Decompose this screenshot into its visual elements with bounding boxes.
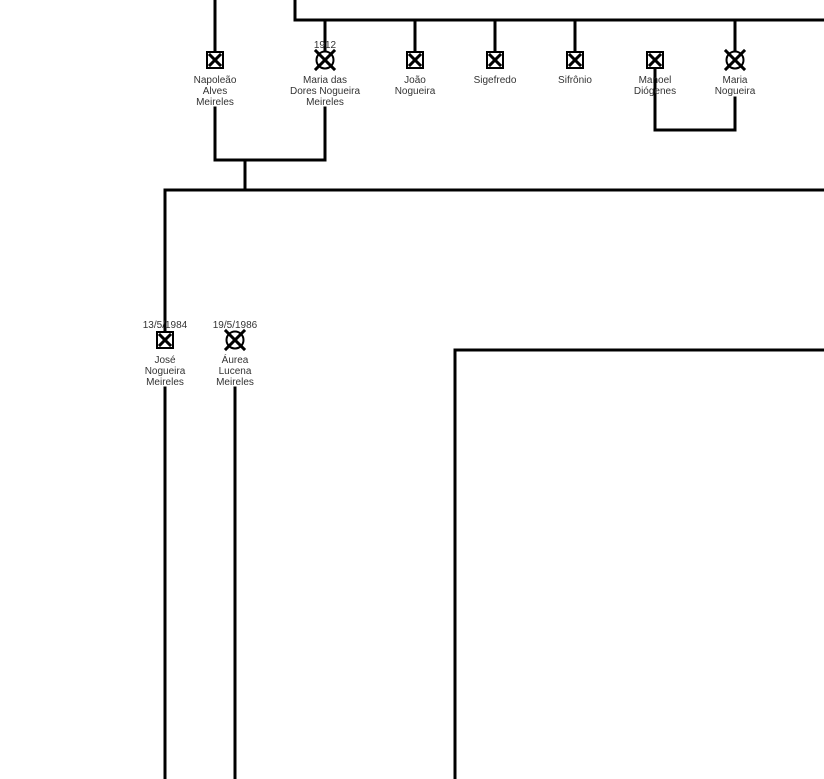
person-name-line: Nogueira [715,86,756,97]
crossed-square-icon [406,51,424,69]
person-name-line: João [404,75,426,86]
person-name-line: Nogueira [395,86,436,97]
person-name-line: Sigefredo [474,75,517,86]
person-name-line: Meireles [306,97,344,108]
person-name-line: Dores Nogueira [290,86,360,97]
crossed-square-icon [206,51,224,69]
person-name-line: Manoel [639,75,672,86]
crossed-circle-icon [223,328,247,352]
person-name-line: Lucena [219,366,252,377]
tree-connectors [163,0,824,779]
person-name-line: Diógenes [634,86,676,97]
person-sifronio[interactable]: Sifrônio [558,51,592,86]
crossed-square-icon [486,51,504,69]
person-name-line: Nogueira [145,366,186,377]
crossed-square-icon [566,51,584,69]
crossed-circle-icon [313,48,337,72]
person-name-line: Napoleão [194,75,237,86]
person-sigefredo[interactable]: Sigefredo [474,51,517,86]
person-name-line: Alves [203,86,227,97]
birth-date: 13/5/1984 [143,320,188,331]
birth-date: 1912 [314,40,337,51]
person-name-line: Meireles [196,97,234,108]
person-name-line: Áurea [222,353,249,366]
crossed-square-icon [156,331,174,349]
person-name-line: José [154,355,176,366]
crossed-square-icon [646,51,664,69]
birth-date: 19/5/1986 [213,320,258,331]
person-name-line: Maria [722,75,747,86]
person-name-line: Maria das [303,75,347,86]
crossed-circle-icon [723,48,747,72]
person-name-line: Meireles [216,377,254,388]
person-name-line: Sifrônio [558,75,592,86]
person-name-line: Meireles [146,377,184,388]
